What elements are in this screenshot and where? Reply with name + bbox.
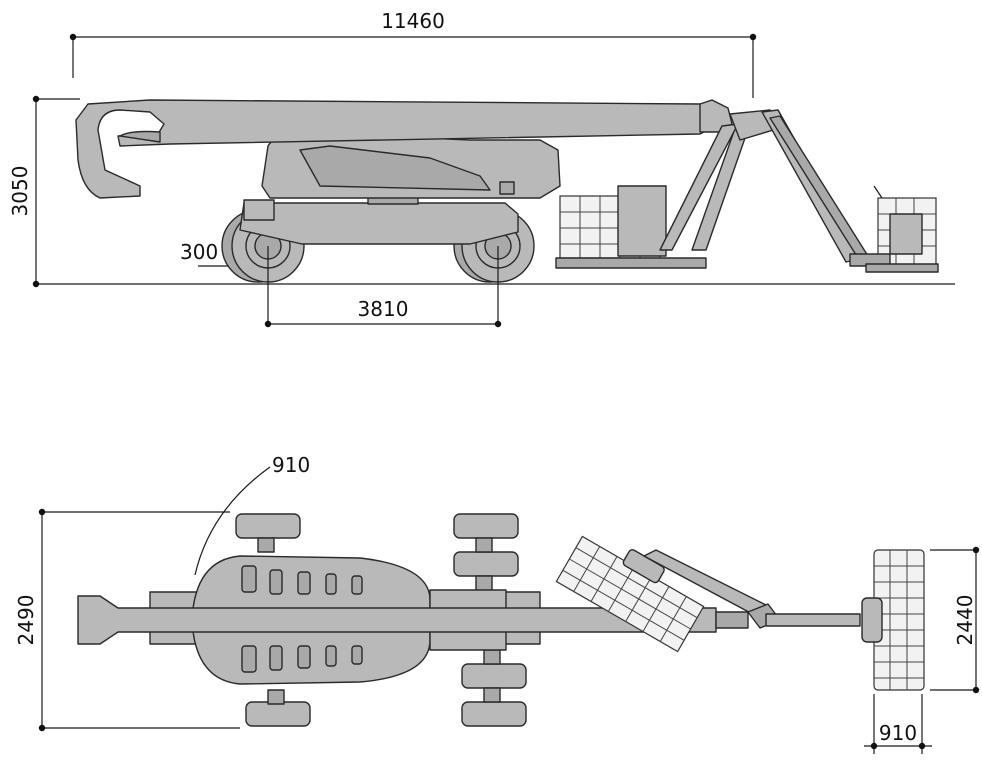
jib-extension-inner	[769, 115, 869, 259]
top-view: 2490 910	[14, 453, 980, 754]
jib-arm-upper	[659, 123, 739, 251]
overall-length-dimension: 11460	[69, 9, 757, 98]
ground-clearance-dimension: 300	[180, 240, 240, 267]
wheelbase-dimension: 3810	[264, 246, 502, 328]
overall-width-label: 2490	[14, 595, 38, 646]
work-platform	[849, 185, 939, 273]
platform-depth-dimension: 910	[864, 694, 932, 754]
stowed-height-dimension: 3050	[8, 95, 80, 288]
side-view: 11460 3050 300	[8, 9, 955, 328]
turning-radius-label: 910	[272, 453, 310, 477]
step	[499, 181, 515, 195]
top-boom-tip	[715, 611, 749, 629]
top-work-platform	[861, 549, 925, 691]
main-boom	[75, 99, 713, 199]
top-stowed-platform	[555, 535, 705, 653]
platform-width-label: 2440	[953, 595, 977, 646]
boom-pivot	[119, 130, 161, 143]
boom-tip	[699, 99, 733, 133]
chassis	[239, 202, 519, 245]
overall-width-dimension: 2490	[14, 508, 240, 732]
platform-depth-label: 910	[879, 721, 917, 745]
top-wheel-front-right	[461, 649, 527, 727]
ground-clearance-label: 300	[180, 240, 218, 264]
platform-width-dimension: 2440	[930, 546, 980, 694]
rear-fender	[243, 199, 275, 221]
engine-cover	[299, 145, 491, 191]
top-wheel-rear-left	[235, 513, 301, 553]
top-vent-slots	[241, 565, 363, 673]
stowed-height-label: 3050	[8, 166, 32, 217]
stowed-platform	[555, 185, 707, 269]
overall-length-label: 11460	[381, 9, 445, 33]
top-wheel-rear-right	[245, 689, 311, 727]
top-jib-extension	[765, 613, 861, 627]
wheelbase-label: 3810	[358, 297, 409, 321]
top-main-boom	[77, 595, 717, 645]
turning-radius-callout: 910	[194, 453, 310, 576]
top-wheel-front-left	[453, 513, 519, 593]
